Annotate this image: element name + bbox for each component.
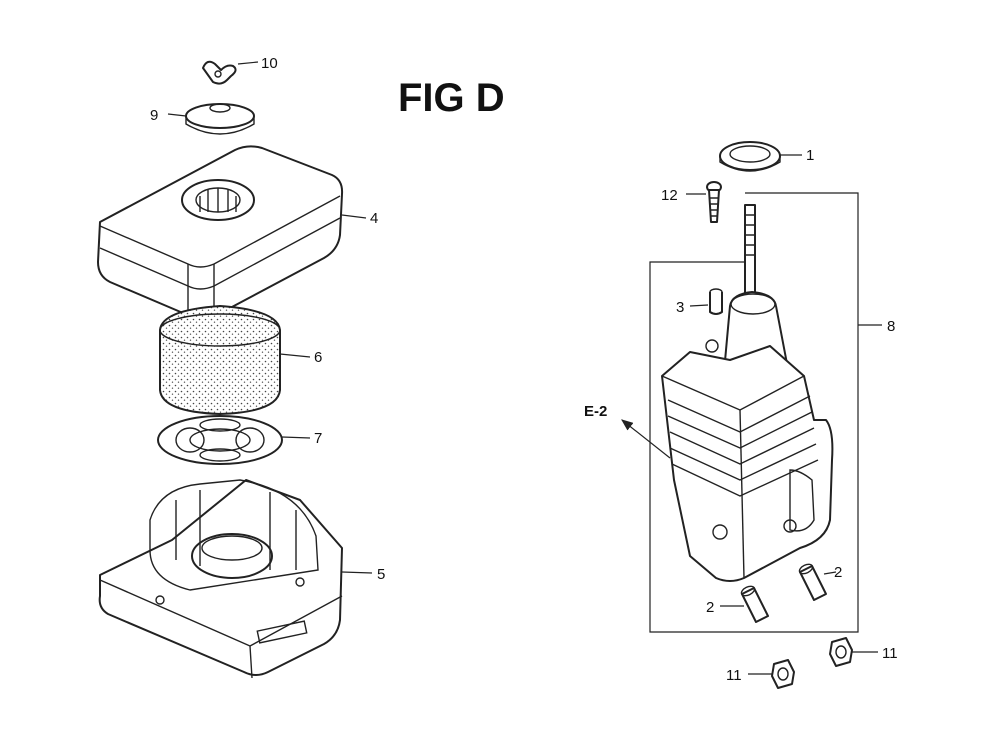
callout-10: 10 [261, 55, 278, 72]
callout-2-right: 2 [834, 564, 842, 581]
dowel-pin-part [709, 288, 723, 315]
callout-5: 5 [377, 566, 385, 583]
dowel-part-right [798, 563, 827, 601]
assembly-bracket [649, 192, 859, 633]
filter-element-part [159, 304, 281, 416]
callout-1: 1 [806, 147, 814, 164]
callout-11-right: 11 [882, 645, 898, 662]
reference-label: E-2 [584, 403, 607, 420]
dowel-part-center [740, 585, 769, 623]
bolt-part [706, 181, 722, 223]
ring-seal-part [719, 141, 781, 172]
air-cleaner-cover-part [97, 145, 344, 320]
nut-part-left [771, 659, 795, 689]
callout-8: 8 [887, 318, 895, 335]
nut-part-right [829, 637, 853, 667]
callout-12: 12 [661, 187, 678, 204]
pre-cleaner-body-part [661, 204, 834, 582]
callout-6: 6 [314, 349, 322, 366]
element-grid-part [157, 415, 283, 465]
wing-nut-part [202, 60, 237, 85]
air-cleaner-base-part [98, 479, 343, 679]
figure-title: FIG D [398, 76, 505, 120]
seal-washer-part [185, 103, 255, 135]
callout-4: 4 [370, 210, 378, 227]
callout-2-center: 2 [706, 599, 714, 616]
callout-11-left: 11 [726, 667, 742, 684]
callout-7: 7 [314, 430, 322, 447]
callout-3: 3 [676, 299, 684, 316]
callout-9: 9 [150, 107, 158, 124]
